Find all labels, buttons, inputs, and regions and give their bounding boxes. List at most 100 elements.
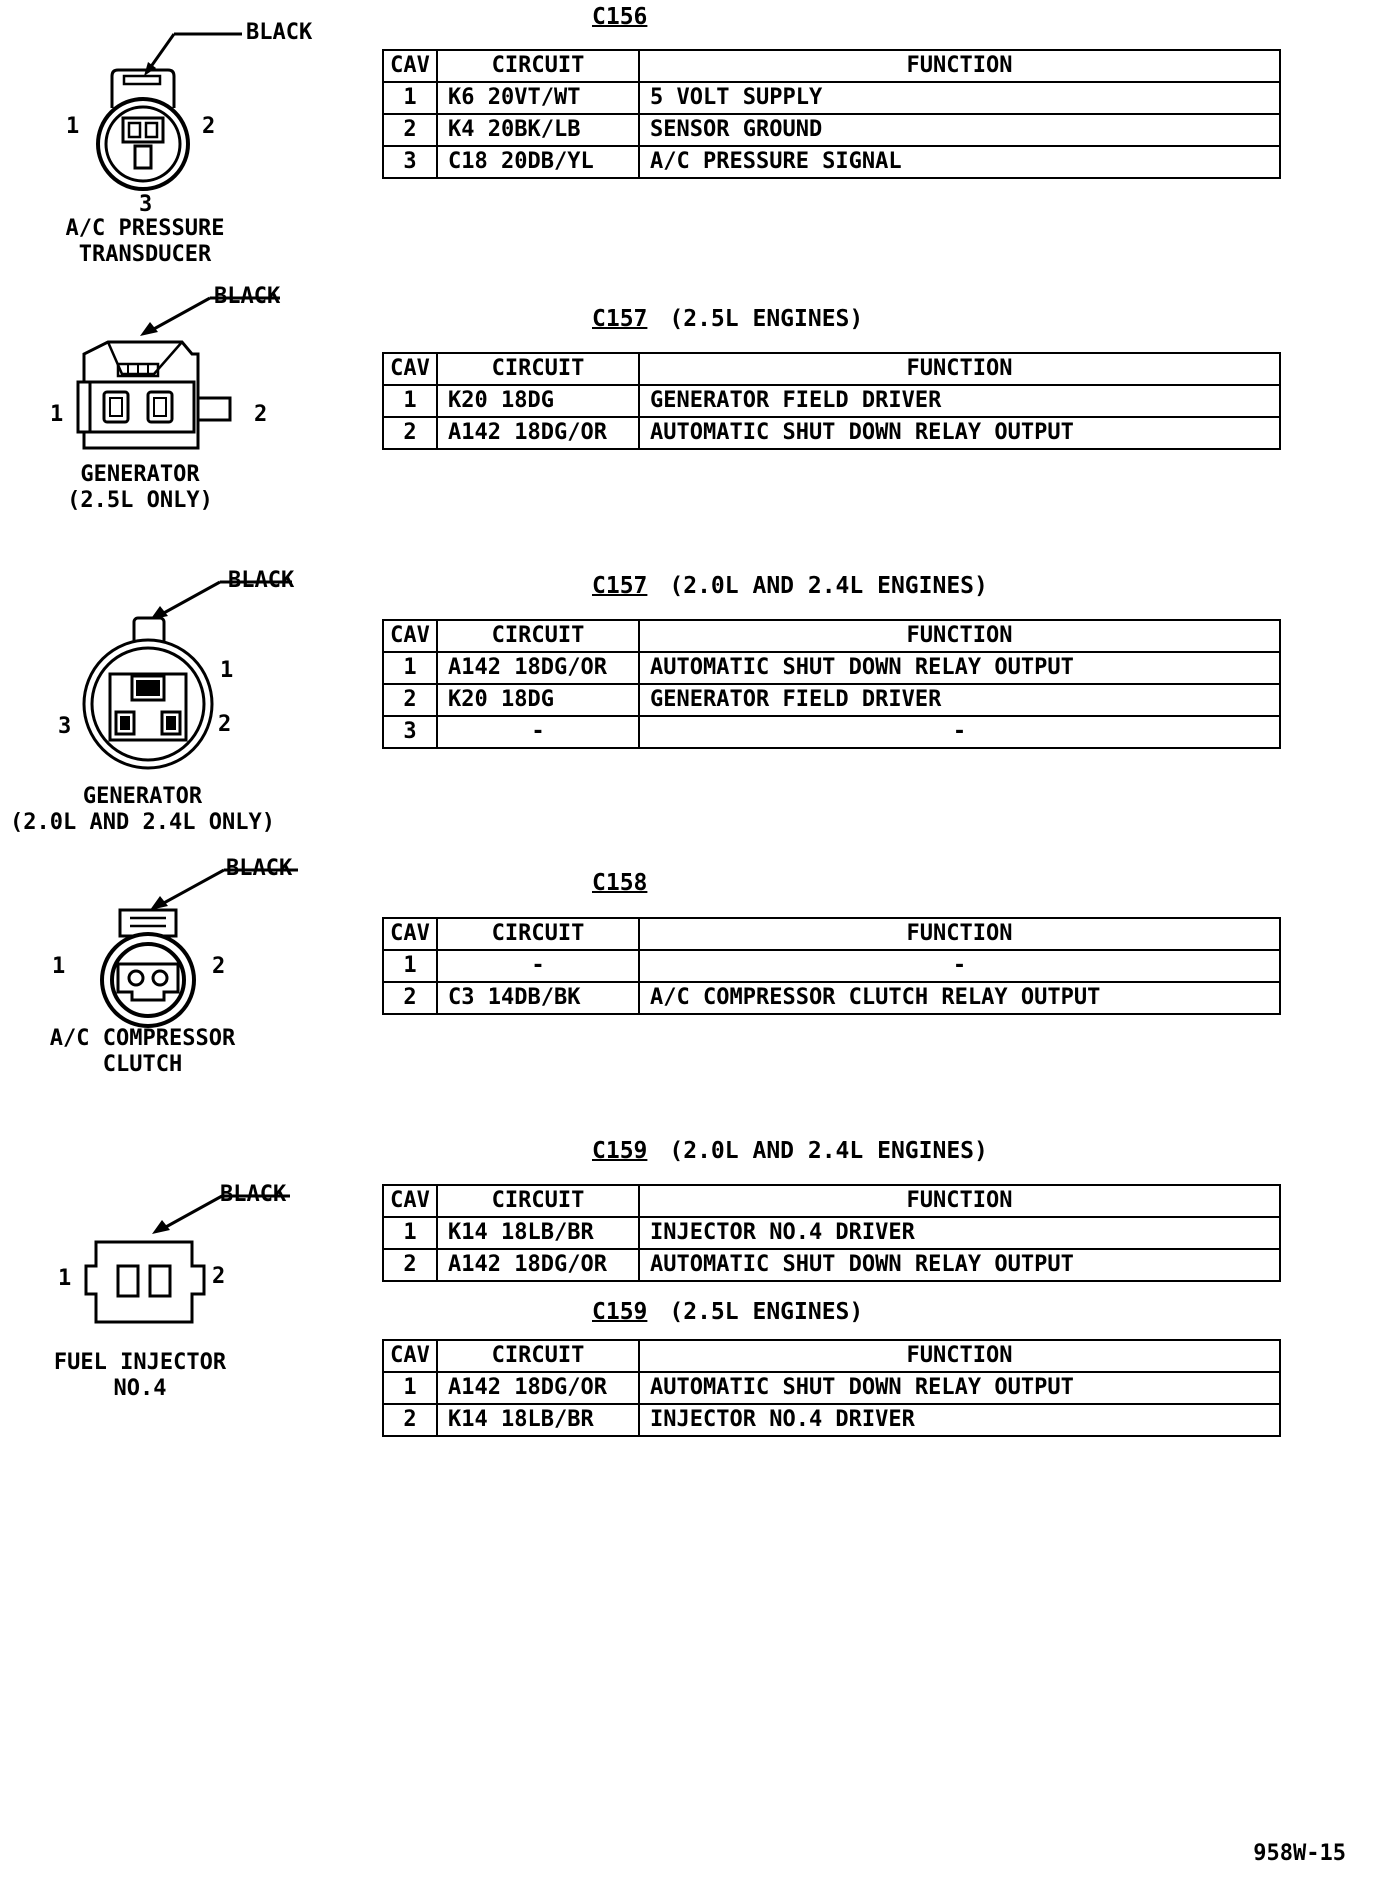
generator-round-connector-icon bbox=[82, 580, 292, 770]
pin-label-3: 3 bbox=[139, 192, 153, 217]
section-subtitle: (2.0L AND 2.4L ENGINES) bbox=[669, 573, 988, 599]
cell-cav: 1 bbox=[382, 384, 438, 418]
cell-circuit: K14 18LB/BR bbox=[436, 1403, 640, 1437]
cell-function: AUTOMATIC SHUT DOWN RELAY OUTPUT bbox=[638, 1248, 1281, 1282]
table-row: 1 A142 18DG/OR AUTOMATIC SHUT DOWN RELAY… bbox=[382, 651, 1281, 685]
cell-function: GENERATOR FIELD DRIVER bbox=[638, 384, 1281, 418]
cell-cav: 2 bbox=[382, 113, 438, 147]
cell-cav: 1 bbox=[382, 949, 438, 983]
column-header-cav: CAV bbox=[382, 352, 438, 386]
table-row: 2 A142 18DG/OR AUTOMATIC SHUT DOWN RELAY… bbox=[382, 1248, 1281, 1282]
cell-circuit: K14 18LB/BR bbox=[436, 1216, 640, 1250]
cell-cav: 3 bbox=[382, 715, 438, 749]
table-header-row: CAV CIRCUIT FUNCTION bbox=[382, 1184, 1281, 1218]
table-header-row: CAV CIRCUIT FUNCTION bbox=[382, 352, 1281, 386]
cell-circuit: K20 18DG bbox=[436, 683, 640, 717]
table-row: 3 C18 20DB/YL A/C PRESSURE SIGNAL bbox=[382, 145, 1281, 179]
cell-function: AUTOMATIC SHUT DOWN RELAY OUTPUT bbox=[638, 416, 1281, 450]
cell-cav: 1 bbox=[382, 1216, 438, 1250]
cell-function: A/C PRESSURE SIGNAL bbox=[638, 145, 1281, 179]
column-header-cav: CAV bbox=[382, 917, 438, 951]
cell-function: - bbox=[638, 949, 1281, 983]
pinout-table-c156: CAV CIRCUIT FUNCTION 1 K6 20VT/WT 5 VOLT… bbox=[382, 49, 1281, 179]
connector-name-line-1: A/C COMPRESSOR bbox=[49, 1026, 236, 1051]
cell-circuit: A142 18DG/OR bbox=[436, 1248, 640, 1282]
cell-function: INJECTOR NO.4 DRIVER bbox=[638, 1403, 1281, 1437]
cell-cav: 2 bbox=[382, 416, 438, 450]
column-header-circuit: CIRCUIT bbox=[436, 49, 640, 83]
column-header-function: FUNCTION bbox=[638, 1184, 1281, 1218]
connector-color-label: BLACK bbox=[246, 20, 313, 45]
pinout-table-c159-2-0l-2-4l: CAV CIRCUIT FUNCTION 1 K14 18LB/BR INJEC… bbox=[382, 1184, 1281, 1282]
section-subtitle: (2.5L ENGINES) bbox=[669, 1299, 864, 1325]
cell-circuit: C18 20DB/YL bbox=[436, 145, 640, 179]
cell-function: INJECTOR NO.4 DRIVER bbox=[638, 1216, 1281, 1250]
cell-cav: 2 bbox=[382, 1403, 438, 1437]
table-header-row: CAV CIRCUIT FUNCTION bbox=[382, 619, 1281, 653]
pin-label-2: 2 bbox=[212, 954, 226, 979]
connector-id: C157 bbox=[592, 306, 648, 332]
cell-function: AUTOMATIC SHUT DOWN RELAY OUTPUT bbox=[638, 651, 1281, 685]
connector-name-line-2: NO.4 bbox=[113, 1376, 167, 1401]
cell-circuit: A142 18DG/OR bbox=[436, 651, 640, 685]
fuel-injector-connector-icon bbox=[84, 1194, 290, 1324]
table-row: 2 K14 18LB/BR INJECTOR NO.4 DRIVER bbox=[382, 1403, 1281, 1437]
table-row: 2 A142 18DG/OR AUTOMATIC SHUT DOWN RELAY… bbox=[382, 416, 1281, 450]
cell-function: SENSOR GROUND bbox=[638, 113, 1281, 147]
cell-cav: 3 bbox=[382, 145, 438, 179]
pin-label-1: 1 bbox=[52, 954, 66, 979]
connector-name-line-1: FUEL INJECTOR bbox=[53, 1350, 227, 1375]
section-title: C157(2.5L ENGINES) bbox=[592, 306, 863, 332]
table-header-row: CAV CIRCUIT FUNCTION bbox=[382, 917, 1281, 951]
pressure-transducer-icon bbox=[96, 32, 242, 191]
connector-id: C159 bbox=[592, 1299, 648, 1325]
pin-label-1: 1 bbox=[220, 658, 234, 683]
table-row: 1 K20 18DG GENERATOR FIELD DRIVER bbox=[382, 384, 1281, 418]
cell-function: 5 VOLT SUPPLY bbox=[638, 81, 1281, 115]
connector-id: C156 bbox=[592, 4, 648, 30]
column-header-circuit: CIRCUIT bbox=[436, 1339, 640, 1373]
section-title: C158 bbox=[592, 870, 669, 896]
connector-id: C159 bbox=[592, 1138, 648, 1164]
column-header-function: FUNCTION bbox=[638, 49, 1281, 83]
cell-cav: 2 bbox=[382, 981, 438, 1015]
pin-label-3: 3 bbox=[58, 714, 72, 739]
pinout-table-c158: CAV CIRCUIT FUNCTION 1 - - 2 C3 14DB/BK … bbox=[382, 917, 1281, 1015]
pin-label-2: 2 bbox=[218, 712, 232, 737]
pin-label-1: 1 bbox=[50, 402, 64, 427]
connector-id: C157 bbox=[592, 573, 648, 599]
cell-circuit: A142 18DG/OR bbox=[436, 416, 640, 450]
cell-circuit: K6 20VT/WT bbox=[436, 81, 640, 115]
connector-name-line-2: CLUTCH bbox=[102, 1052, 183, 1077]
table-row: 2 K20 18DG GENERATOR FIELD DRIVER bbox=[382, 683, 1281, 717]
cell-cav: 2 bbox=[382, 683, 438, 717]
table-row: 1 - - bbox=[382, 949, 1281, 983]
section-title: C159 (2.5L ENGINES) bbox=[592, 1299, 863, 1325]
cell-cav: 2 bbox=[382, 1248, 438, 1282]
cell-function: GENERATOR FIELD DRIVER bbox=[638, 683, 1281, 717]
cell-circuit: K4 20BK/LB bbox=[436, 113, 640, 147]
cell-circuit: K20 18DG bbox=[436, 384, 640, 418]
pin-label-2: 2 bbox=[202, 114, 216, 139]
cell-circuit: A142 18DG/OR bbox=[436, 1371, 640, 1405]
pinout-table-c159-2-5l: CAV CIRCUIT FUNCTION 1 A142 18DG/OR AUTO… bbox=[382, 1339, 1281, 1437]
pinout-table-c157-2-5l: CAV CIRCUIT FUNCTION 1 K20 18DG GENERATO… bbox=[382, 352, 1281, 450]
cell-cav: 1 bbox=[382, 651, 438, 685]
column-header-circuit: CIRCUIT bbox=[436, 917, 640, 951]
table-row: 2 C3 14DB/BK A/C COMPRESSOR CLUTCH RELAY… bbox=[382, 981, 1281, 1015]
cell-circuit: - bbox=[436, 715, 640, 749]
compressor-clutch-connector-icon bbox=[100, 868, 298, 1028]
pin-label-1: 1 bbox=[66, 114, 80, 139]
column-header-function: FUNCTION bbox=[638, 1339, 1281, 1373]
table-row: 1 A142 18DG/OR AUTOMATIC SHUT DOWN RELAY… bbox=[382, 1371, 1281, 1405]
column-header-cav: CAV bbox=[382, 1184, 438, 1218]
connector-id: C158 bbox=[592, 870, 648, 896]
column-header-circuit: CIRCUIT bbox=[436, 1184, 640, 1218]
cell-function: AUTOMATIC SHUT DOWN RELAY OUTPUT bbox=[638, 1371, 1281, 1405]
connector-name-line-1: GENERATOR bbox=[82, 784, 203, 809]
column-header-cav: CAV bbox=[382, 49, 438, 83]
column-header-function: FUNCTION bbox=[638, 917, 1281, 951]
pin-label-2: 2 bbox=[212, 1264, 226, 1289]
cell-circuit: - bbox=[436, 949, 640, 983]
section-title: C157 (2.0L AND 2.4L ENGINES) bbox=[592, 573, 988, 599]
